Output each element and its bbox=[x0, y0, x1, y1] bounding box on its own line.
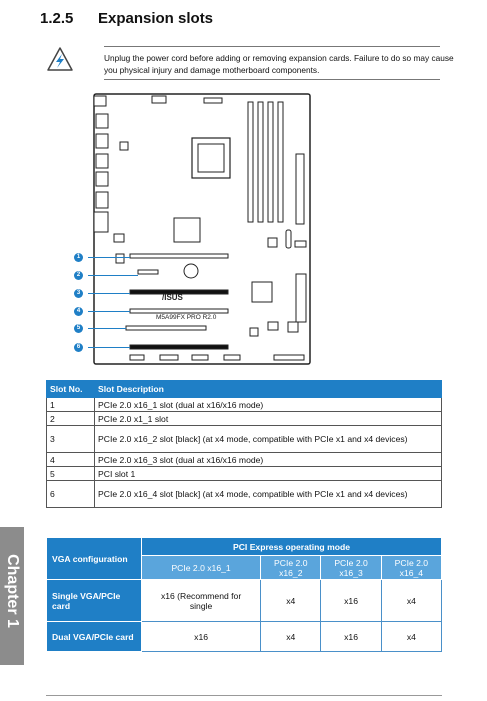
slot-no-cell: 4 bbox=[46, 452, 95, 467]
slot-desc-cell: PCIe 2.0 x16_2 slot [black] (at x4 mode,… bbox=[94, 425, 442, 453]
chapter-tab: Chapter 1 bbox=[0, 527, 24, 665]
table-row: Single VGA/PCIe card x16 (Recommend for … bbox=[46, 579, 443, 622]
slot-no-header: Slot No. bbox=[46, 380, 95, 398]
slot-no-cell: 5 bbox=[46, 466, 95, 481]
slot-desc-cell: PCIe 2.0 x16_3 slot (dual at x16/x16 mod… bbox=[94, 452, 442, 467]
mode-cell: x16 bbox=[140, 621, 262, 652]
column-header-x16-3: PCIe 2.0 x16_3 bbox=[320, 555, 382, 580]
table-header-row: Slot No. Slot Description bbox=[46, 380, 442, 398]
warning-triangle-icon bbox=[46, 46, 74, 77]
row-label-single: Single VGA/PCIe card bbox=[46, 579, 142, 622]
mode-cell: x4 bbox=[380, 621, 443, 652]
vga-configuration-header: VGA configuration bbox=[46, 537, 142, 580]
mode-cell: x4 bbox=[260, 579, 322, 622]
slot-no-cell: 1 bbox=[46, 397, 95, 412]
callout-3: 3 bbox=[74, 289, 83, 298]
column-header-x16-4: PCIe 2.0 x16_4 bbox=[380, 555, 443, 580]
table-row: 2 PCIe 2.0 x1_1 slot bbox=[46, 411, 442, 426]
mode-cell: x4 bbox=[380, 579, 443, 622]
callout-line-4 bbox=[88, 311, 130, 312]
slot-description-table: Slot No. Slot Description 1 PCIe 2.0 x16… bbox=[46, 380, 442, 508]
mode-cell: x16 (Recommend for single bbox=[140, 579, 262, 622]
warning-text: Unplug the power cord before adding or r… bbox=[104, 53, 454, 75]
table-row: 5 PCI slot 1 bbox=[46, 466, 442, 481]
callout-1: 1 bbox=[74, 253, 83, 262]
operating-mode-header: PCI Express operating mode bbox=[141, 537, 442, 556]
motherboard-diagram: /ISUS M5A99FX PRO R2.0 bbox=[74, 88, 314, 375]
callout-6: 6 bbox=[74, 343, 83, 352]
mode-cell: x4 bbox=[260, 621, 322, 652]
slot-description-header: Slot Description bbox=[94, 380, 442, 398]
column-header-x16-1: PCIe 2.0 x16_1 bbox=[140, 555, 262, 580]
table-row: 6 PCIe 2.0 x16_4 slot [black] (at x4 mod… bbox=[46, 480, 442, 508]
slot-desc-cell: PCIe 2.0 x16_1 slot (dual at x16/x16 mod… bbox=[94, 397, 442, 412]
callout-5: 5 bbox=[74, 324, 83, 333]
pcie-mode-table: VGA configuration PCI Express operating … bbox=[46, 537, 443, 652]
section-title: Expansion slots bbox=[98, 10, 214, 27]
slot-no-cell: 6 bbox=[46, 480, 95, 508]
table-row: 1 PCIe 2.0 x16_1 slot (dual at x16/x16 m… bbox=[46, 397, 442, 412]
mode-cell: x16 bbox=[320, 579, 382, 622]
warning-top-rule bbox=[104, 46, 440, 47]
table-row: Dual VGA/PCIe card x16 x4 x16 x4 bbox=[46, 621, 443, 652]
slot-desc-cell: PCIe 2.0 x1_1 slot bbox=[94, 411, 442, 426]
column-header-x16-2: PCIe 2.0 x16_2 bbox=[260, 555, 322, 580]
board-vendor-logo: /ISUS bbox=[162, 293, 184, 302]
section-heading: 1.2.5 Expansion slots bbox=[40, 10, 213, 27]
section-number: 1.2.5 bbox=[40, 10, 74, 27]
chapter-label: Chapter 1 bbox=[4, 554, 21, 628]
table-row: 4 PCIe 2.0 x16_3 slot (dual at x16/x16 m… bbox=[46, 452, 442, 467]
mode-cell: x16 bbox=[320, 621, 382, 652]
callout-line-6 bbox=[88, 347, 130, 348]
callout-line-1 bbox=[88, 257, 130, 258]
callout-2: 2 bbox=[74, 271, 83, 280]
footer-rule bbox=[46, 695, 442, 696]
callout-line-3 bbox=[88, 293, 130, 294]
board-model-label: M5A99FX PRO R2.0 bbox=[156, 314, 217, 321]
warning-bottom-rule bbox=[104, 79, 440, 80]
row-label-dual: Dual VGA/PCIe card bbox=[46, 621, 142, 652]
slot-desc-cell: PCI slot 1 bbox=[94, 466, 442, 481]
slot-no-cell: 2 bbox=[46, 411, 95, 426]
slot-desc-cell: PCIe 2.0 x16_4 slot [black] (at x4 mode,… bbox=[94, 480, 442, 508]
callout-line-5 bbox=[88, 328, 126, 329]
slot-no-cell: 3 bbox=[46, 425, 95, 453]
callout-4: 4 bbox=[74, 307, 83, 316]
callout-line-2 bbox=[88, 275, 138, 276]
table-row: 3 PCIe 2.0 x16_2 slot [black] (at x4 mod… bbox=[46, 425, 442, 453]
